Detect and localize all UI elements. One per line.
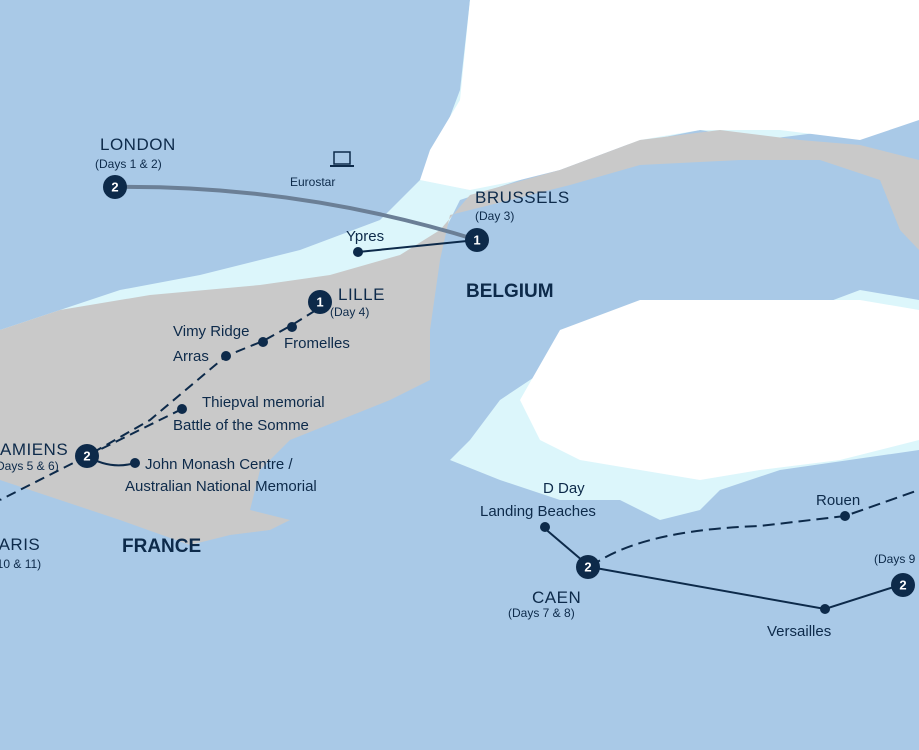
paris-label: PARIS xyxy=(0,535,40,554)
caen-label: CAEN xyxy=(532,588,581,607)
eurostar-label: Eurostar xyxy=(290,175,335,189)
dday-label-1: D Day xyxy=(543,480,585,497)
monash-label-2: Australian National Memorial xyxy=(125,478,317,495)
amiens-marker[interactable]: 2 xyxy=(75,444,99,468)
vimy-label: Vimy Ridge xyxy=(173,323,249,340)
rouen-dot[interactable] xyxy=(840,511,850,521)
thiepval-label-1: Thiepval memorial xyxy=(202,394,325,411)
svg-text:1: 1 xyxy=(473,233,480,248)
amiens-days: (Days 5 & 6) xyxy=(0,459,59,473)
svg-text:1: 1 xyxy=(316,295,323,310)
dday-label-2: Landing Beaches xyxy=(480,503,596,520)
rouen-label: Rouen xyxy=(816,492,860,509)
ypres-dot[interactable] xyxy=(353,247,363,257)
london-label: LONDON xyxy=(100,135,176,154)
versailles-dot[interactable] xyxy=(820,604,830,614)
route-lille-amiens xyxy=(86,301,330,457)
route-caen-rouen xyxy=(589,489,919,568)
monash-dot[interactable] xyxy=(130,458,140,468)
caen-days: (Days 7 & 8) xyxy=(508,606,575,620)
fromelles-label: Fromelles xyxy=(284,335,350,352)
lille-marker[interactable]: 1 xyxy=(308,290,332,314)
monash-label-1: John Monash Centre / xyxy=(145,456,293,473)
train-icon xyxy=(330,151,354,167)
belgium-label: BELGIUM xyxy=(466,281,554,302)
versailles-label: Versailles xyxy=(767,623,831,640)
london-marker[interactable]: 2 xyxy=(103,175,127,199)
land-france xyxy=(0,130,919,545)
white-area xyxy=(420,0,919,190)
brussels-marker[interactable]: 1 xyxy=(465,228,489,252)
dday-dot[interactable] xyxy=(540,522,550,532)
arras-label: Arras xyxy=(173,348,209,365)
lille-days: (Day 4) xyxy=(330,305,369,319)
france-label: FRANCE xyxy=(122,536,201,557)
paris-days: (Days 10 & 11) xyxy=(0,557,41,571)
right-city-marker[interactable]: 2 xyxy=(891,573,915,597)
route-amiens-paris xyxy=(0,455,88,501)
arras-dot[interactable] xyxy=(221,351,231,361)
fromelles-dot[interactable] xyxy=(258,337,268,347)
brussels-label: BRUSSELS xyxy=(475,188,570,207)
svg-text:2: 2 xyxy=(83,449,90,464)
lille-label: LILLE xyxy=(338,285,385,304)
caen-marker[interactable]: 2 xyxy=(576,555,600,579)
right-city-days: (Days 9 xyxy=(874,552,916,566)
route-amiens-thiepval xyxy=(86,408,183,457)
route-brussels-ypres xyxy=(357,239,478,253)
amiens-label: AMIENS xyxy=(0,440,68,459)
route-caen-versailles xyxy=(589,566,901,611)
svg-text:2: 2 xyxy=(584,560,591,575)
brussels-days: (Day 3) xyxy=(475,209,514,223)
ypres-label: Ypres xyxy=(346,228,384,245)
eurostar-route xyxy=(114,184,478,242)
svg-text:2: 2 xyxy=(899,578,906,593)
white-area-south xyxy=(520,300,919,480)
svg-text:2: 2 xyxy=(111,180,118,195)
vimy-dot[interactable] xyxy=(287,322,297,332)
thiepval-label-2: Battle of the Somme xyxy=(173,417,309,434)
london-days: (Days 1 & 2) xyxy=(95,157,162,171)
thiepval-dot[interactable] xyxy=(177,404,187,414)
